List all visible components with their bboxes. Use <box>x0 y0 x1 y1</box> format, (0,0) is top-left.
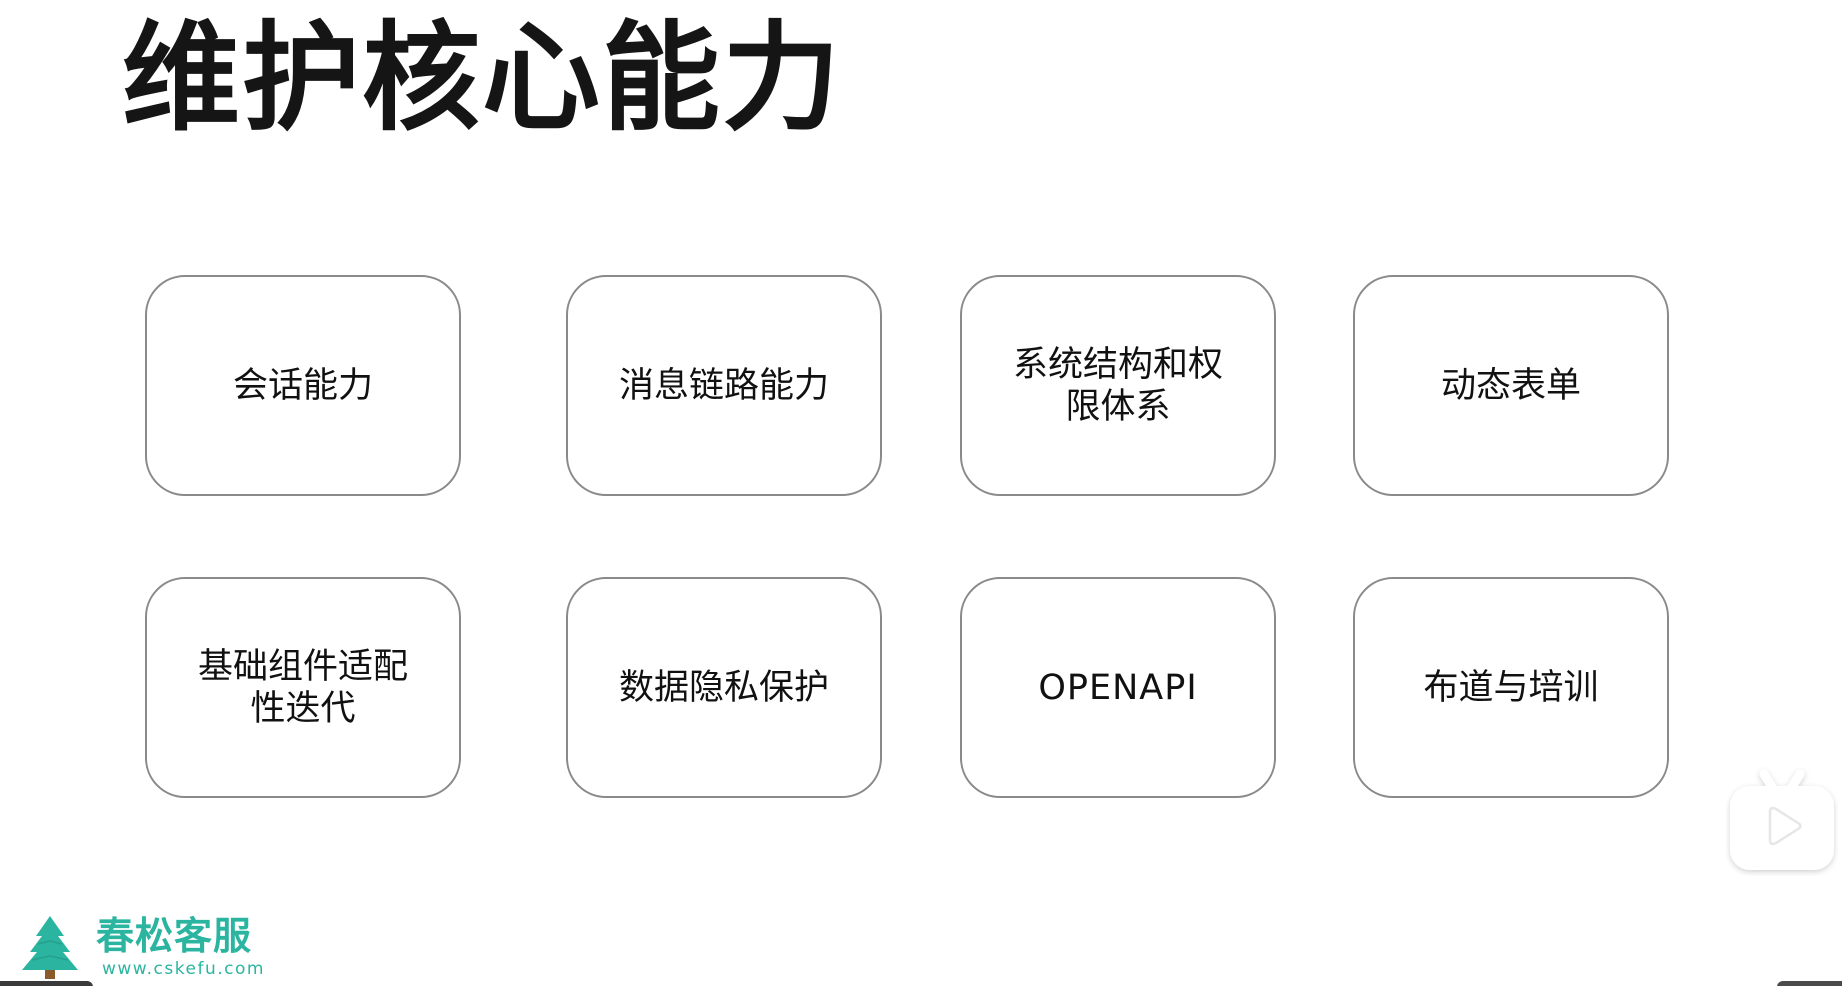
card-label: 数据隐私保护 <box>618 667 829 708</box>
tv-play-icon[interactable] <box>1726 766 1838 876</box>
card-label: 基础组件适配性迭代 <box>197 646 408 729</box>
card-label: 系统结构和权限体系 <box>1012 344 1223 427</box>
pine-tree-icon <box>22 916 78 979</box>
capability-card-openapi: OPENAPI <box>960 577 1276 798</box>
capability-card-evangelism-training: 布道与培训 <box>1353 577 1669 798</box>
card-label: 动态表单 <box>1440 365 1581 406</box>
card-label: 会话能力 <box>232 365 373 406</box>
card-label: 布道与培训 <box>1423 667 1599 708</box>
capability-card-message-pipeline: 消息链路能力 <box>566 275 882 496</box>
capability-card-component-iteration: 基础组件适配性迭代 <box>145 577 461 798</box>
brand-logo: 春松客服 www.cskefu.com <box>18 912 265 982</box>
brand-name: 春松客服 <box>96 913 253 958</box>
player-progress-bar-right <box>1777 981 1842 986</box>
capability-card-system-permissions: 系统结构和权限体系 <box>960 275 1276 496</box>
card-label: OPENAPI <box>1038 667 1198 708</box>
capability-card-dynamic-forms: 动态表单 <box>1353 275 1669 496</box>
slide-title: 维护核心能力 <box>122 9 843 147</box>
brand-url: www.cskefu.com <box>102 958 265 979</box>
player-progress-bar-left <box>0 981 93 986</box>
card-label: 消息链路能力 <box>618 365 829 406</box>
capability-card-session: 会话能力 <box>145 275 461 496</box>
capability-card-data-privacy: 数据隐私保护 <box>566 577 882 798</box>
